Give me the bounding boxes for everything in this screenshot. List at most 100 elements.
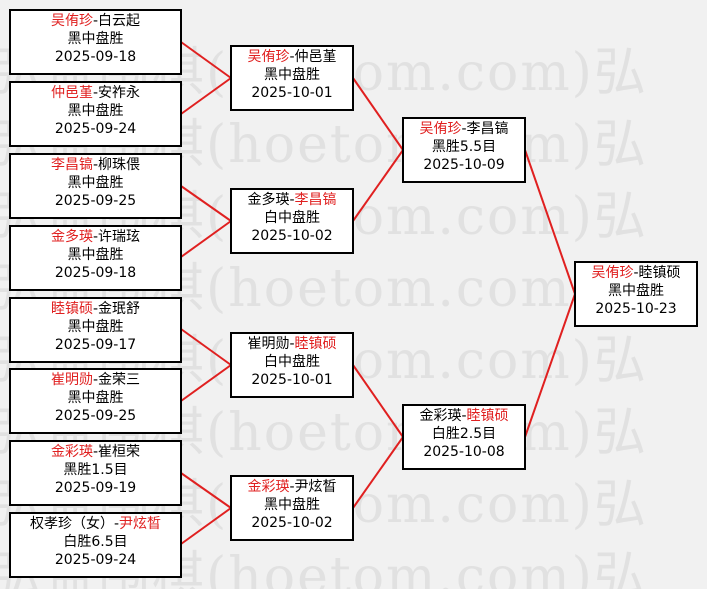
match-date: 2025-09-18 [54, 265, 137, 281]
connector-line [352, 149, 404, 222]
player-separator: - [289, 479, 295, 495]
player-separator: - [92, 157, 99, 173]
player-black: 吴侑珍 [247, 49, 290, 65]
match-date: 2025-09-18 [54, 49, 137, 65]
player-separator: - [92, 13, 99, 29]
match-result: 黑中盘胜 [264, 67, 320, 83]
match-date: 2025-09-24 [54, 552, 137, 568]
player-black: 金彩瑛 [247, 479, 290, 495]
player-white: 许瑞玹 [98, 229, 141, 245]
match-result: 黑中盘胜 [67, 319, 124, 335]
player-black: 崔明勋 [50, 372, 93, 388]
player-white: 睦镇硕 [294, 336, 337, 352]
match-result: 黑中盘胜 [264, 497, 320, 513]
match-box-round2: 金多瑛-李昌镐白中盘胜 2025-10-02 [230, 188, 354, 254]
connector-line [180, 328, 232, 366]
match-date: 2025-10-02 [251, 515, 333, 531]
connector-line [352, 364, 404, 438]
match-players: 金彩瑛-崔桓荣 [11, 443, 180, 461]
match-players: 睦镇硕-金珉舒 [11, 300, 180, 318]
match-date: 2025-10-02 [251, 228, 333, 244]
player-separator: - [461, 408, 467, 424]
connector-line [180, 472, 232, 509]
player-white: 仲邑堇 [294, 49, 337, 65]
player-separator: - [289, 49, 295, 65]
player-black: 金彩瑛 [50, 444, 93, 460]
player-black: 仲邑堇 [50, 85, 93, 101]
player-separator: - [92, 85, 99, 101]
match-players: 李昌镐-柳珠偎 [11, 156, 180, 174]
player-black: 吴侑珍 [50, 13, 93, 29]
player-black: 崔明勋 [247, 336, 290, 352]
player-separator: - [113, 516, 120, 532]
match-players: 权孝珍（女）-尹炫晳 [11, 515, 180, 533]
match-players: 吴侑珍-李昌镐 [404, 120, 524, 138]
player-black: 吴侑珍 [591, 265, 634, 281]
match-date: 2025-09-24 [54, 121, 137, 137]
player-white: 柳珠偎 [98, 157, 141, 173]
match-date: 2025-10-23 [595, 301, 677, 317]
player-black: 金彩瑛 [419, 408, 462, 424]
match-players: 金多瑛-李昌镐 [232, 191, 352, 209]
player-white: 白云起 [98, 13, 141, 29]
player-black: 金多瑛 [50, 229, 93, 245]
match-result: 白中盘胜 [264, 354, 320, 370]
player-separator: - [92, 444, 99, 460]
match-box-round1: 仲邑堇-安祚永黑中盘胜 2025-09-24 [9, 81, 182, 147]
player-white: 崔桓荣 [98, 444, 141, 460]
connector-line [180, 41, 232, 79]
match-box-round2: 崔明勋-睦镇硕白中盘胜 2025-10-01 [230, 332, 354, 398]
player-separator: - [92, 301, 99, 317]
connector-line [352, 436, 404, 509]
player-separator: - [92, 229, 99, 245]
match-box-final: 吴侑珍-睦镇硕黑中盘胜 2025-10-23 [574, 261, 698, 327]
match-result: 白胜6.5目 [63, 534, 128, 550]
match-date: 2025-09-25 [54, 408, 137, 424]
player-black: 李昌镐 [50, 157, 93, 173]
match-result: 黑中盘胜 [608, 283, 664, 299]
connector-line [180, 77, 232, 115]
player-separator: - [289, 192, 295, 208]
player-white: 安祚永 [98, 85, 141, 101]
player-separator: - [633, 265, 639, 281]
player-black: 睦镇硕 [50, 301, 93, 317]
player-white: 尹炫晳 [119, 516, 162, 532]
match-result: 黑胜1.5目 [63, 462, 128, 478]
match-players: 吴侑珍-仲邑堇 [232, 48, 352, 66]
connector-line [524, 293, 576, 438]
match-result: 白中盘胜 [264, 210, 320, 226]
connector-line [524, 149, 576, 295]
match-result: 白胜2.5目 [431, 426, 497, 442]
player-separator: - [461, 121, 467, 137]
connector-line [180, 364, 232, 402]
match-date: 2025-10-01 [251, 372, 333, 388]
match-players: 崔明勋-金荣三 [11, 371, 180, 389]
player-white: 尹炫晳 [294, 479, 337, 495]
player-white: 睦镇硕 [466, 408, 509, 424]
match-players: 金彩瑛-睦镇硕 [404, 407, 524, 425]
match-result: 黑中盘胜 [67, 31, 124, 47]
match-date: 2025-10-08 [423, 444, 505, 460]
player-separator: - [92, 372, 99, 388]
connector-line [180, 507, 232, 545]
match-players: 吴侑珍-睦镇硕 [576, 264, 696, 282]
player-white: 金珉舒 [98, 301, 141, 317]
connector-line [180, 220, 232, 258]
match-result: 黑中盘胜 [67, 103, 124, 119]
player-white: 金荣三 [98, 372, 141, 388]
match-players: 吴侑珍-白云起 [11, 12, 180, 30]
player-black: 金多瑛 [247, 192, 290, 208]
connector-line [180, 185, 232, 222]
match-players: 金彩瑛-尹炫晳 [232, 478, 352, 496]
match-players: 崔明勋-睦镇硕 [232, 335, 352, 353]
player-white: 李昌镐 [466, 121, 509, 137]
player-black: 吴侑珍 [419, 121, 462, 137]
